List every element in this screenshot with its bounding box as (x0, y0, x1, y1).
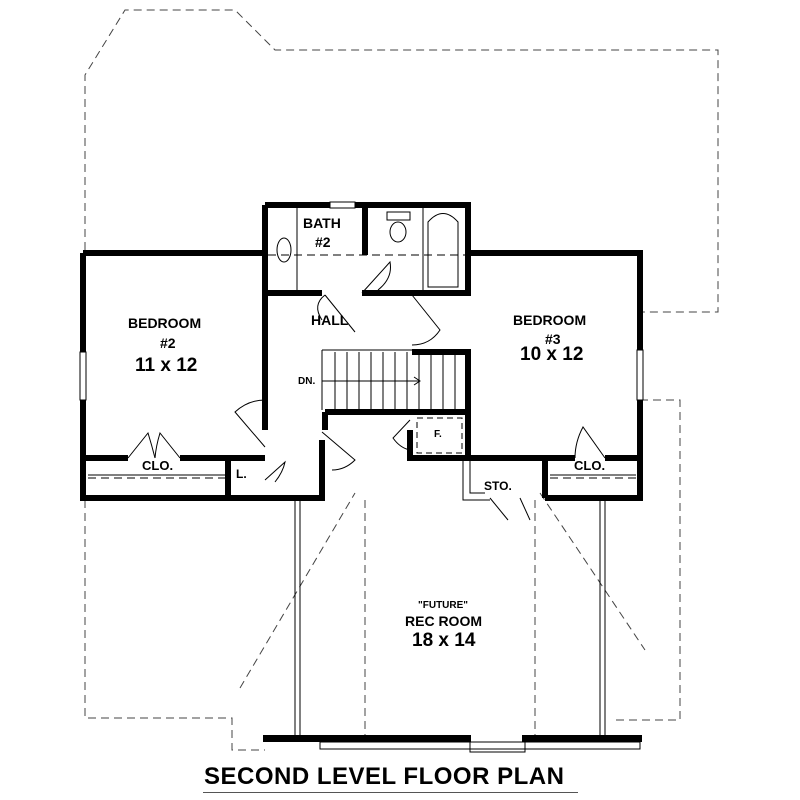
rec-room-qualifier: "FUTURE" (418, 600, 469, 611)
plan-title: SECOND LEVEL FLOOR PLAN (204, 763, 565, 790)
bath2-number: #2 (315, 234, 331, 250)
title-underline (203, 792, 578, 793)
bedroom3-name: BEDROOM (513, 312, 587, 328)
bedroom2-number: #2 (160, 335, 176, 351)
doors (127, 260, 606, 521)
furnace-label: F. (434, 429, 442, 440)
stairs-down-label: DN. (298, 376, 316, 387)
rec-room-name: REC ROOM (405, 613, 482, 629)
roof-outline-dashed (84, 9, 719, 751)
rec-room-dimensions: 18 x 14 (412, 630, 476, 651)
front-wall (263, 735, 642, 742)
exterior-walls (80, 202, 643, 501)
hall-name: HALL (311, 312, 349, 328)
bath-fixtures (268, 207, 465, 290)
stair-treads (321, 349, 456, 410)
linen-label: L. (236, 467, 247, 481)
bedroom2-name: BEDROOM (128, 315, 202, 331)
windows (79, 201, 644, 401)
bedroom2-dimensions: 11 x 12 (135, 355, 198, 376)
bedroom3-number: #3 (545, 331, 561, 347)
bedroom3-dimensions: 10 x 12 (520, 344, 584, 365)
closet-left-label: CLO. (142, 458, 174, 473)
rec-room-side-walls (294, 500, 641, 753)
bath2-name: BATH (303, 215, 341, 231)
closet-shelves (88, 417, 636, 501)
closet-right-label: CLO. (574, 458, 606, 473)
storage-label: STO. (484, 479, 512, 493)
